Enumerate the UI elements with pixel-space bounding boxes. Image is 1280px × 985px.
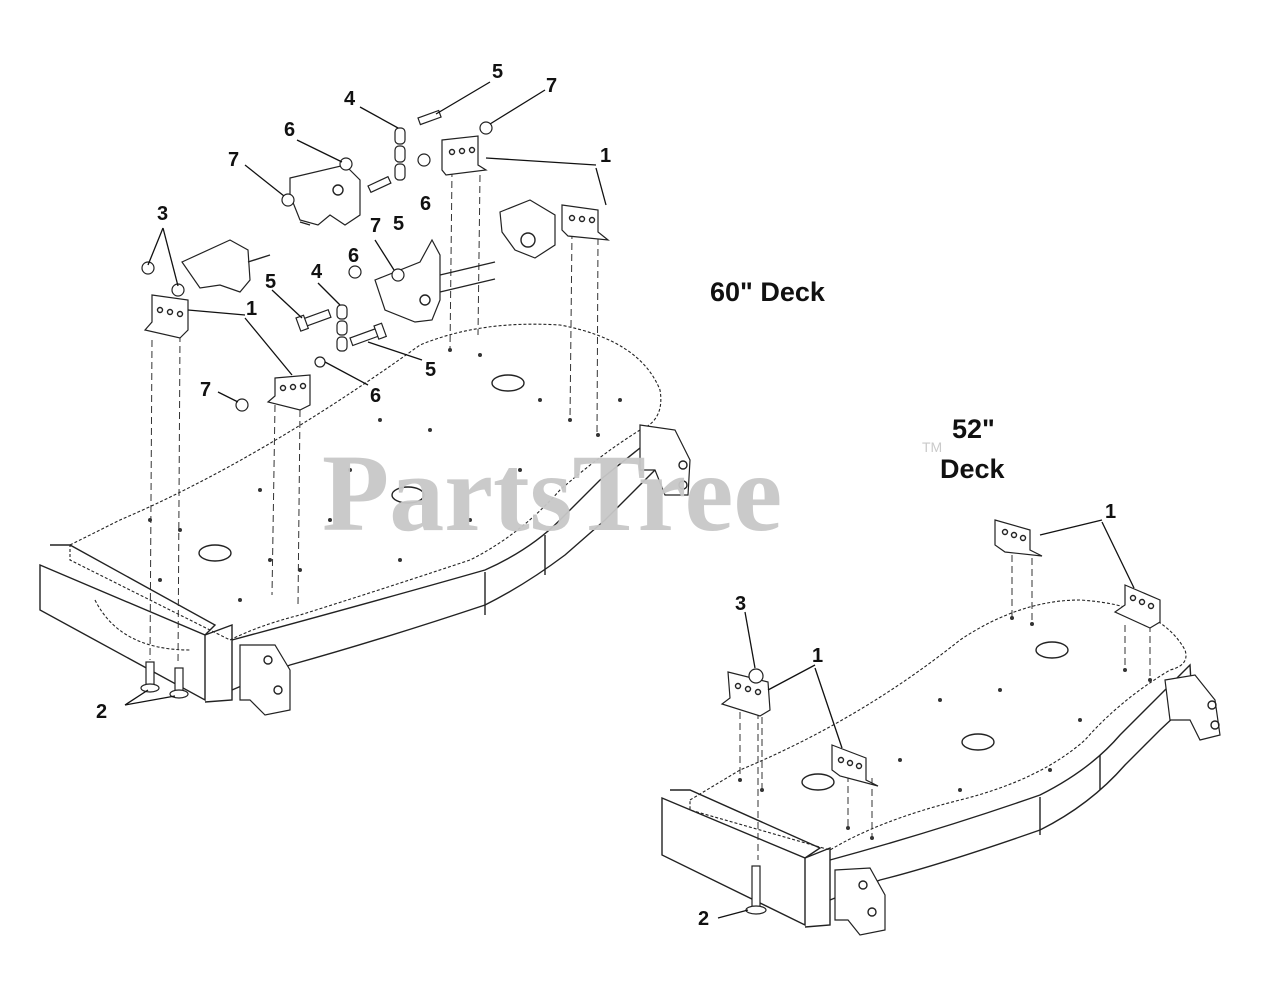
callout-60-6c: 6 [348,245,359,267]
spindle-hole-52-left [801,773,835,791]
deck-60-top-outline [69,323,662,641]
callout-52-2: 2 [698,908,709,930]
callout-60-6a: 6 [284,119,295,141]
callout-52-3: 3 [735,593,746,615]
callout-60-1b: 1 [246,298,257,320]
bolt-60-d [417,109,442,126]
hitch-arm-60-left [181,239,271,293]
bolt-60-b [349,322,388,347]
deck-52-title-line1: 52" [952,414,995,444]
watermark-text: PartsTree [322,432,782,554]
bracket-52-rear-right [1113,584,1161,629]
bolt-60-c [367,175,392,194]
callout-60-6b: 6 [420,193,431,215]
hitch-arm-60-upper [289,164,361,226]
deck-52-side-skirt [829,663,1193,901]
callout-60-5a: 5 [492,61,503,83]
callout-60-7d: 7 [200,379,211,401]
callout-60-6d: 6 [370,385,381,407]
bolts-60-bottom [140,661,189,699]
callout-60-4b: 4 [311,261,323,283]
callout-60-1a: 1 [600,145,611,167]
spindle-hole-rear [491,374,525,392]
watermark: PartsTree TM [322,432,942,554]
deck-52-dash-lines [739,555,1151,860]
chain-60-lower [336,304,348,352]
deck-60-assembly: 1 1 2 3 4 4 5 5 5 5 6 6 6 6 7 7 7 7 60" … [39,61,826,723]
callout-52-1a: 1 [1105,501,1116,523]
deck-52-rear-hitch [1164,674,1221,741]
deck-60-front-skirt [39,563,206,702]
bracket-52-front-right [831,744,879,787]
nut-52 [748,668,764,684]
spindle-hole-left [198,544,232,562]
bolt-60-a [295,308,332,332]
callout-60-5d: 5 [425,359,436,381]
bracket-60-front-right [266,374,311,411]
hitch-arm-60-lower [374,238,496,323]
callout-60-7a: 7 [228,149,239,171]
chain-60-upper [394,127,406,181]
deck-60-dash-lines [149,169,599,666]
callout-60-7b: 7 [546,75,557,97]
bracket-60-rear-left [441,135,488,176]
deck-52-mount-dots [738,616,1152,840]
watermark-trademark: TM [922,439,942,455]
callout-60-2: 2 [96,701,107,723]
callouts-60: 1 1 2 3 4 4 5 5 5 5 6 6 6 6 7 7 7 7 [96,61,611,723]
callout-60-7c: 7 [370,215,381,237]
spindle-hole-52-rear [1035,641,1069,659]
leaders-52 [717,519,1135,919]
callout-52-1b: 1 [812,645,823,667]
pivot-bracket-60-rear [499,199,556,259]
callouts-52: 1 1 2 3 [698,501,1116,930]
deck-52-top-outline [689,599,1187,851]
leaders-60 [124,81,607,706]
deck-52-front-skirt [661,796,806,927]
bracket-60-front-left [143,294,189,339]
deck-52-assembly: 1 1 2 3 52" Deck [661,414,1221,936]
callout-60-3: 3 [157,203,168,225]
deck-60-title: 60" Deck [710,277,826,307]
spindle-hole-52-center [961,733,995,751]
deck-60-front-hitch-left [239,644,291,716]
callout-60-5c: 5 [265,271,276,293]
deck-52-title-line2: Deck [940,454,1006,484]
bracket-52-rear-left [994,519,1043,557]
bracket-60-rear-right [561,204,610,241]
bolt-52-bottom [745,865,767,915]
deck-52-front-hitch [834,867,886,936]
callout-60-5b: 5 [393,213,404,235]
spindle-hole-center [391,486,425,504]
deck-60-rear-hitch-right [639,424,691,496]
callout-60-4a: 4 [344,88,356,110]
deck-60-mount-dots [148,348,622,602]
